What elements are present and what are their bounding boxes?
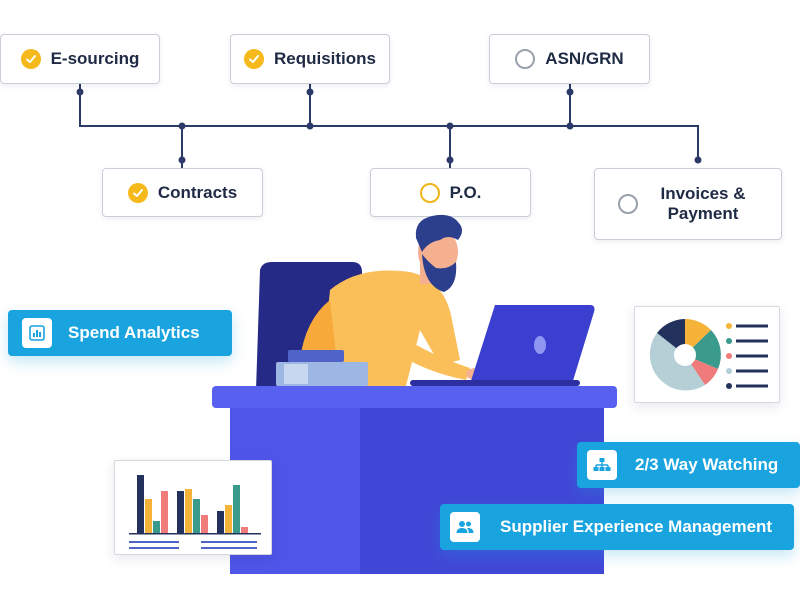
empty-circle-icon [515,49,536,69]
chip-way-watching[interactable]: 2/3 Way Watching [577,442,800,488]
step-label: Requisitions [273,49,376,68]
bar-chart-icon [22,318,52,348]
chip-spend-analytics[interactable]: Spend Analytics [8,310,232,356]
step-po[interactable]: P.O. [370,168,531,217]
empty-circle-icon [618,194,638,214]
check-icon [20,49,41,69]
pie-chart-card [634,306,780,403]
chip-label: Spend Analytics [68,323,200,342]
step-requisitions[interactable]: Requisitions [230,34,390,84]
chip-label: Supplier Experience Management [500,517,773,536]
step-label: Contracts [157,182,238,202]
step-label: ASN/GRN [545,49,624,68]
pie-chart [649,318,768,391]
step-asn-grn[interactable]: ASN/GRN [489,34,650,84]
pie-legend [726,323,768,389]
chip-label: 2/3 Way Watching [635,455,779,474]
chip-supplier-experience[interactable]: Supplier Experience Management [440,504,794,550]
step-contracts[interactable]: Contracts [102,168,263,217]
step-label: E-sourcing [50,49,140,68]
users-icon [450,512,480,542]
check-icon [243,49,264,69]
org-chart-icon [587,450,617,480]
in-progress-circle-icon [419,182,440,203]
bar-chart-card [114,460,272,555]
step-esourcing[interactable]: E-sourcing [0,34,160,84]
check-icon [127,182,148,203]
step-invoices-payment[interactable]: Invoices & Payment [594,168,782,240]
step-label: P.O. [449,182,482,202]
step-label: Invoices & Payment [660,184,746,223]
bar-chart [129,475,261,549]
